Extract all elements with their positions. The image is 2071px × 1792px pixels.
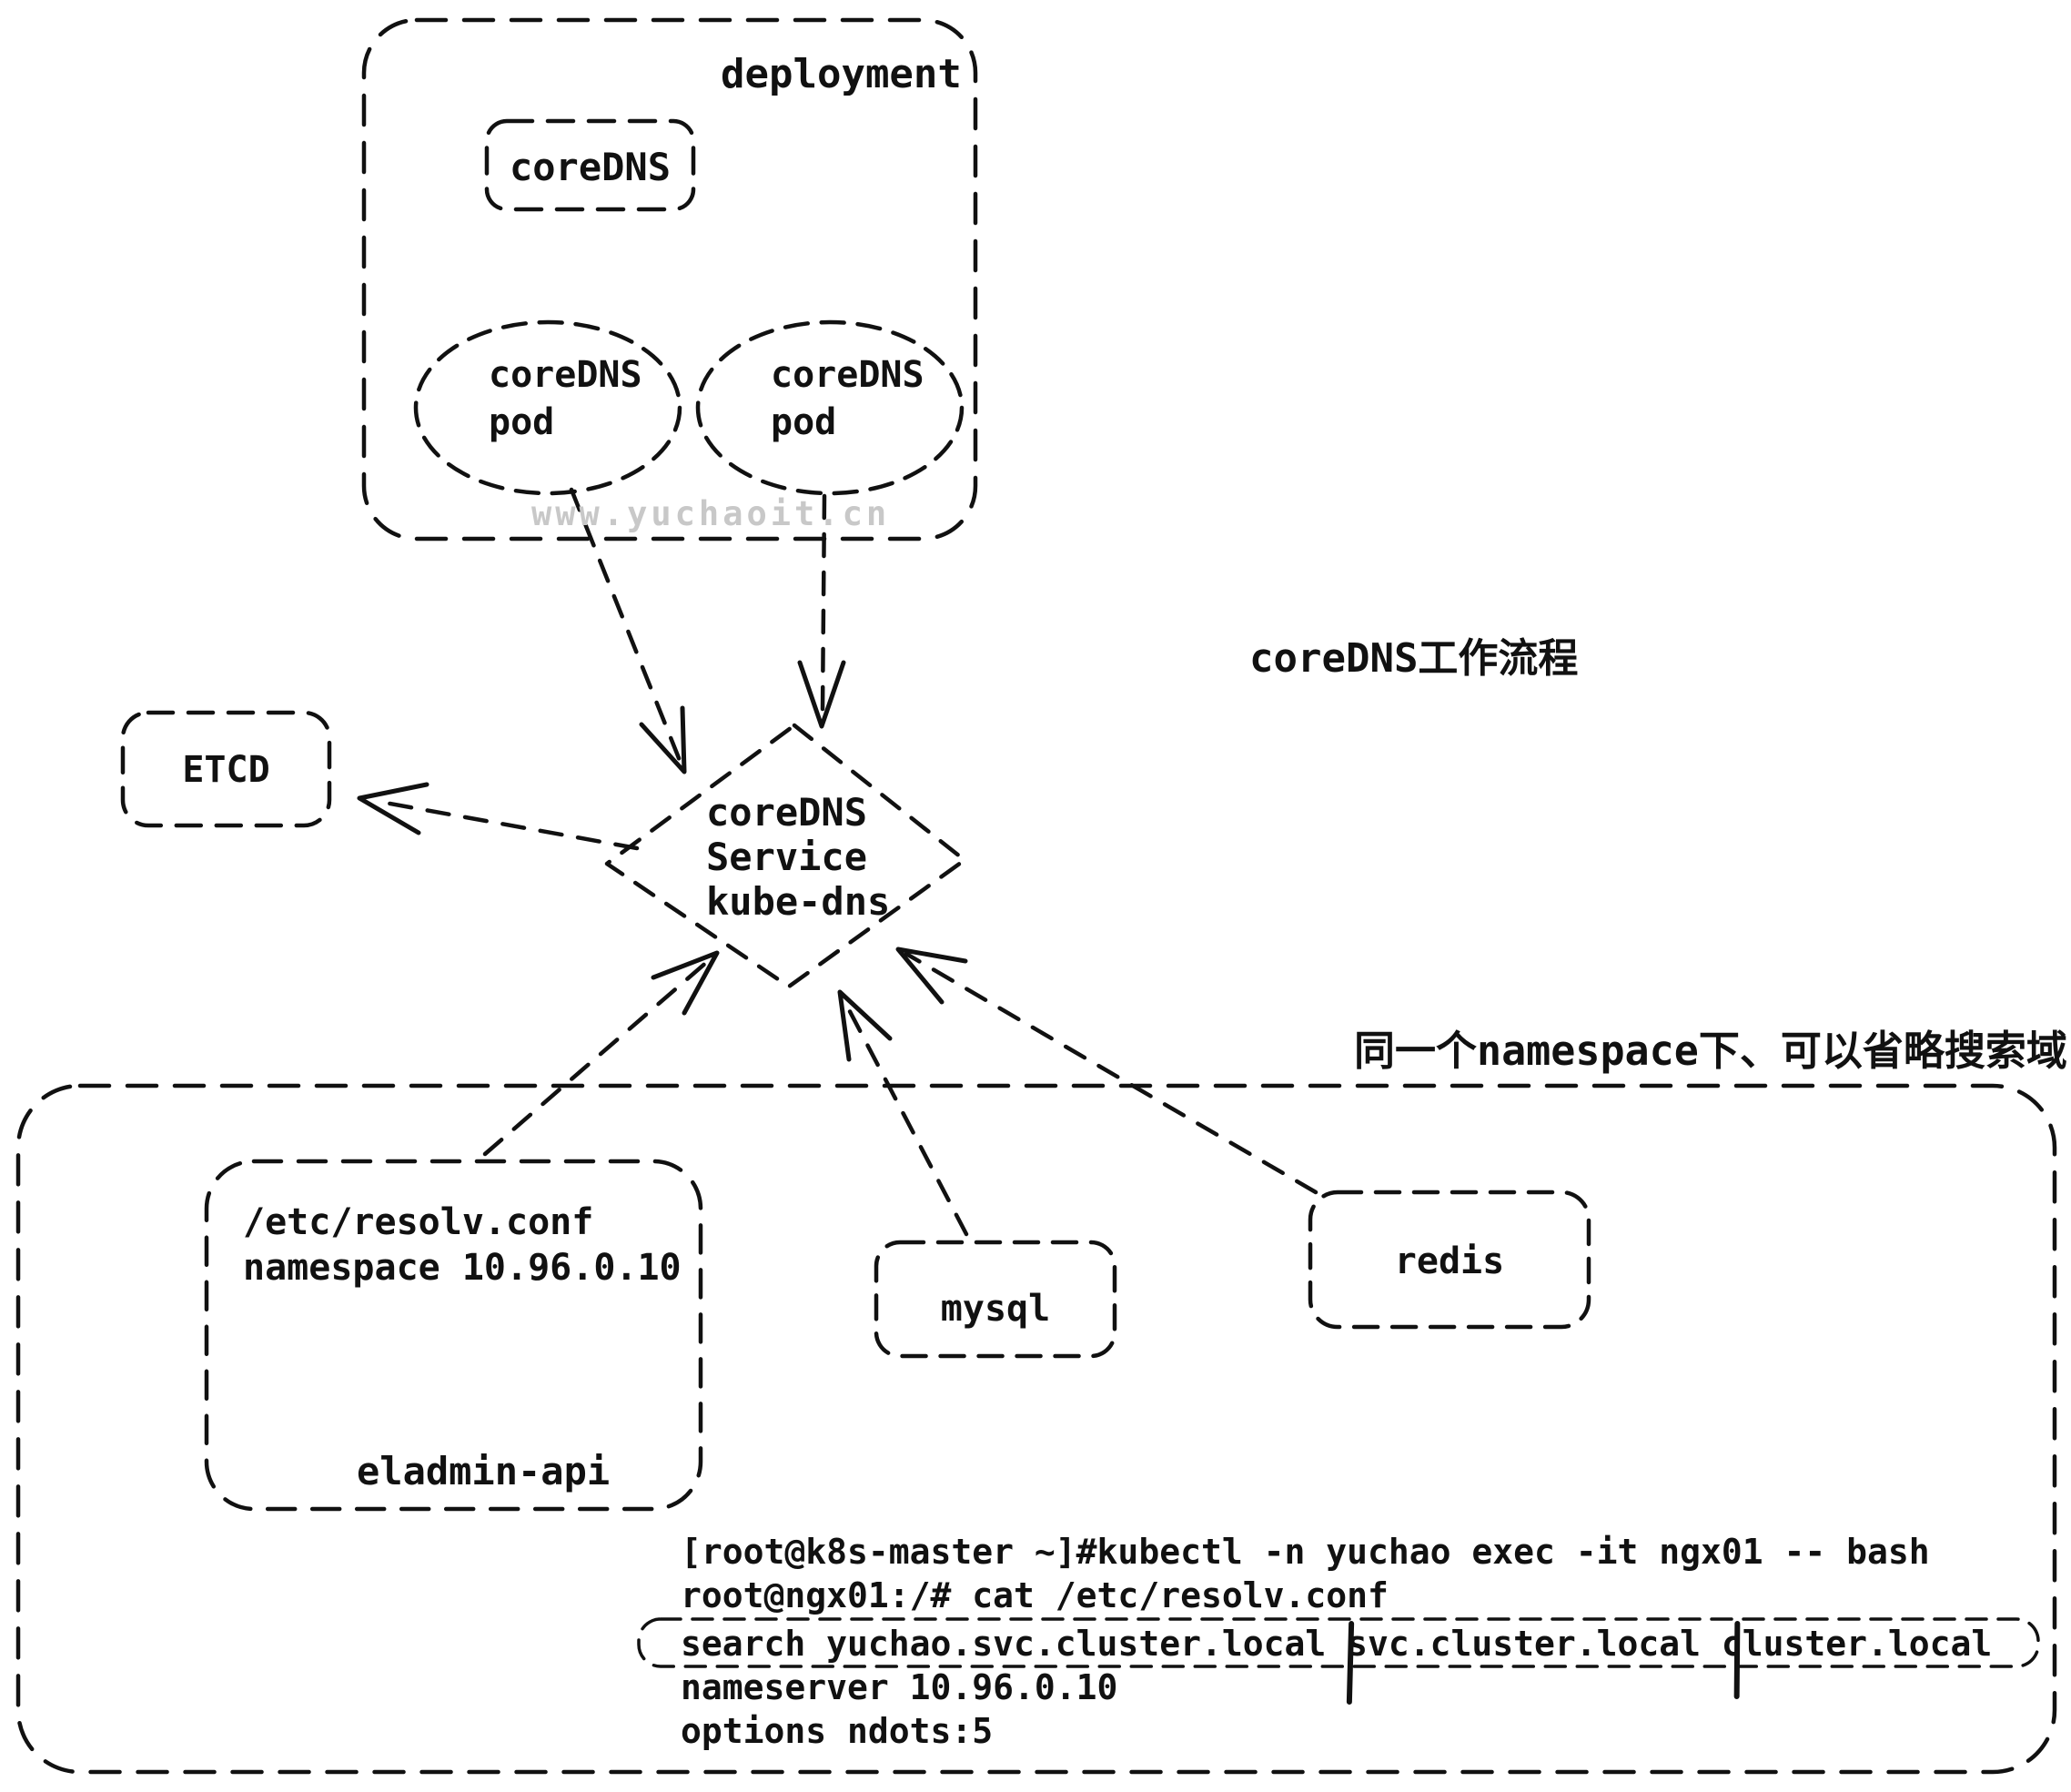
service-line3: kube-dns [706,879,891,924]
search-separator-bar-2 [1733,1620,1741,1700]
terminal-options-line: options ndots:5 [681,1711,994,1751]
search-highlight-box [637,1617,2040,1668]
redis-box [1308,1190,1591,1330]
coredns-label: coreDNS [509,145,671,189]
coredns-pod-2-label: coreDNS pod [771,351,924,446]
namespace-annotation: 同一个namespace下、可以省略搜索域 [1354,1027,2067,1075]
pod2-line1: coreDNS [771,354,924,396]
pod1-line2: pod [489,401,555,443]
arrow-service-to-etcd [357,782,640,851]
arrow-pod1-to-service [569,487,687,775]
coredns-pod-1-label: coreDNS pod [489,351,642,446]
coredns-box [484,118,696,212]
terminal-search-line: search yuchao.svc.cluster.local svc.clus… [681,1624,1993,1664]
eladmin-box [204,1159,703,1512]
terminal-nameserver-line: nameserver 10.96.0.10 [681,1667,1118,1707]
mysql-box [874,1240,1117,1359]
service-line2: Service [706,835,868,879]
terminal-line-1: [root@k8s-master ~]#kubectl -n yuchao ex… [681,1532,1930,1572]
deployment-box [361,17,978,542]
arrow-redis-to-service [895,947,1318,1195]
etcd-box [120,710,332,828]
deployment-label: deployment [721,51,962,97]
namespace-group-box [15,1083,2057,1775]
mysql-label: mysql [940,1288,1051,1330]
arrow-eladmin-to-service [482,950,720,1157]
redis-label: redis [1394,1240,1505,1282]
resolv-nameserver: namespace 10.96.0.10 [243,1247,682,1289]
arrow-mysql-to-service [837,989,969,1237]
etcd-label: ETCD [182,749,270,791]
resolv-conf-path: /etc/resolv.conf [243,1201,594,1243]
service-diamond [604,723,967,989]
watermark: www.yuchaoit.cn [531,494,891,533]
coredns-pod-1-ellipse [413,319,682,496]
terminal-line-2: root@ngx01:/# cat /etc/resolv.conf [681,1575,1389,1615]
pod1-line1: coreDNS [489,354,642,396]
pod2-line2: pod [771,401,837,443]
arrow-pod2-to-service [797,493,846,729]
eladmin-api-label: eladmin-api [357,1449,611,1493]
flow-title: coreDNS工作流程 [1249,635,1579,682]
service-line1: coreDNS [706,790,868,835]
coredns-pod-2-ellipse [695,319,965,496]
